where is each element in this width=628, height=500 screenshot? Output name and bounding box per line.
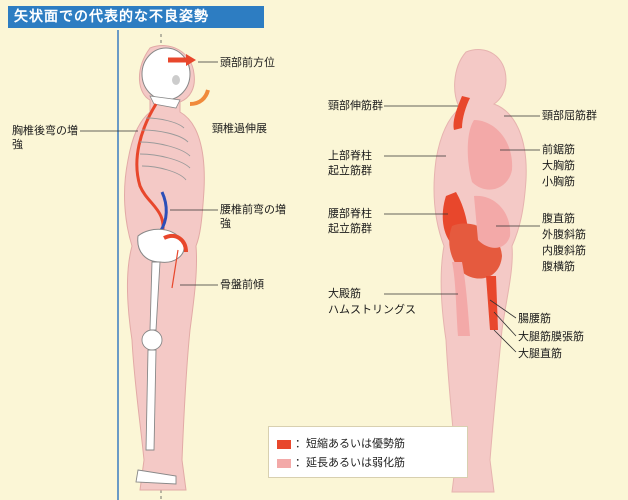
label-rectus-abdominis: 腹直筋 [542,212,575,226]
label-upper-back: 上部脊柱 [328,149,372,163]
label-head-forward: 頭部前方位 [220,56,275,70]
label-transverse-abdominis: 腹横筋 [542,260,575,274]
legend: ：短縮あるいは優勢筋 ：延長あるいは弱化筋 [268,426,468,478]
legend-label-lengthened: ：延長あるいは弱化筋 [295,456,405,469]
label-thoracic-kyphosis: 胸椎後弯の増強 [12,124,82,152]
label-lower-back: 腰部脊柱 [328,207,372,221]
legend-swatch-lengthened [277,459,291,468]
label-gluteus: 大殿筋 [328,287,361,301]
label-rectus-femoris: 大腿直筋 [518,347,562,361]
label-serratus: 前鋸筋 [542,143,575,157]
label-pelvic-tilt: 骨盤前傾 [220,278,264,292]
label-external-oblique: 外腹斜筋 [542,228,586,242]
tibia [146,350,156,450]
legend-swatch-shortened [277,440,291,449]
label-hamstrings: ハムストリングス [328,303,416,317]
label-neck-flexors: 頸部屈筋群 [542,109,597,123]
legend-row-shortened: ：短縮あるいは優勢筋 [277,435,405,451]
knee [142,330,162,350]
legend-row-lengthened: ：延長あるいは弱化筋 [277,454,405,470]
label-pectoralis-minor: 小胸筋 [542,175,575,189]
skull [142,48,190,100]
label-upper-back-2: 起立筋群 [328,164,372,178]
label-neck-extensors: 頸部伸筋群 [328,99,383,113]
label-cervical: 頸椎過伸展 [212,122,267,136]
label-iliopsoas: 腸腰筋 [518,312,551,326]
label-tfl: 大腿筋膜張筋 [518,330,584,344]
label-internal-oblique: 内腹斜筋 [542,244,586,258]
label-lower-back-2: 起立筋群 [328,222,372,236]
label-pectoralis-major: 大胸筋 [542,159,575,173]
eye-socket [172,75,180,85]
legend-label-shortened: ：短縮あるいは優勢筋 [295,437,405,450]
label-lumbar-lordosis: 腰椎前弯の増強 [220,203,286,231]
